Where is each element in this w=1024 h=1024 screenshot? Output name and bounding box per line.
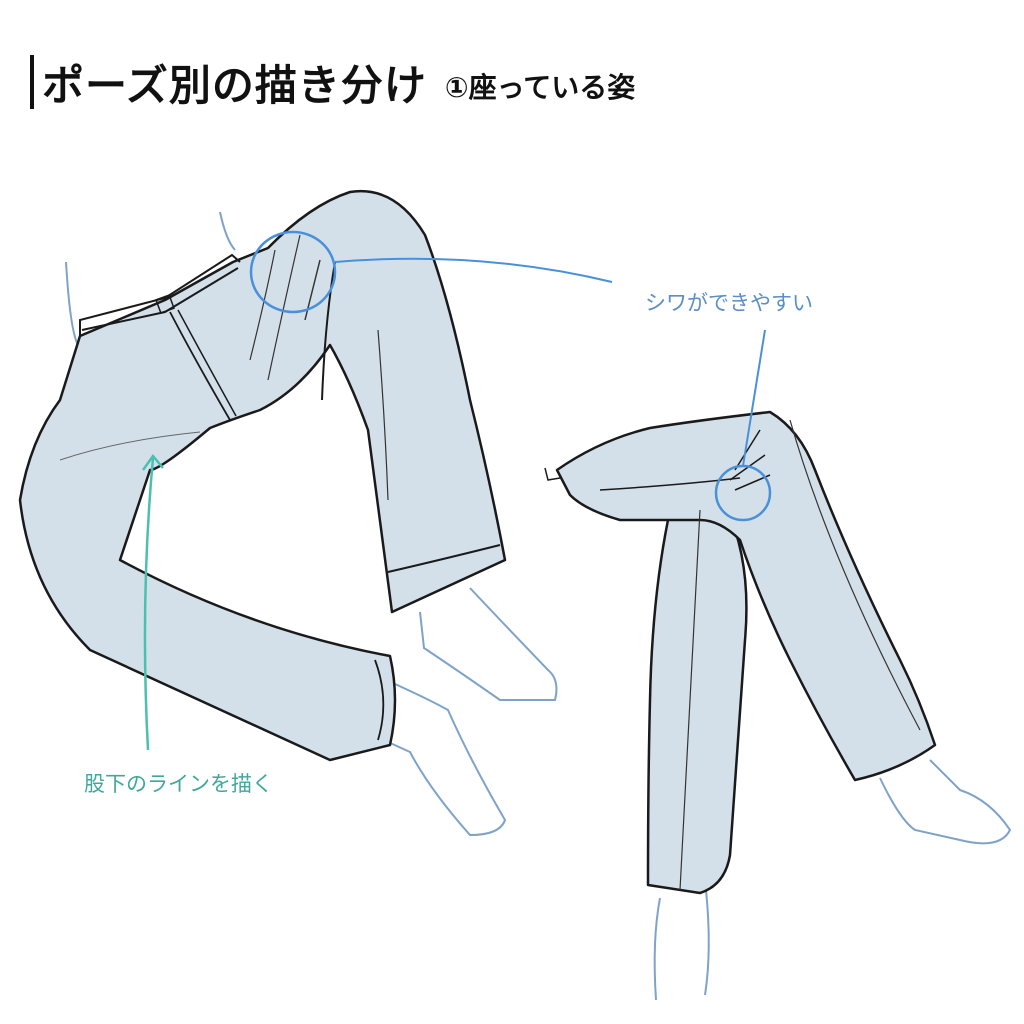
left-pants-figure bbox=[18, 189, 613, 837]
right-figure-foot-upper bbox=[879, 759, 1012, 845]
wrinkle-highlight-circle bbox=[249, 230, 337, 314]
wrinkle-line bbox=[321, 261, 336, 401]
wrinkle-note: シワができやすい bbox=[645, 291, 813, 315]
fly-line bbox=[169, 311, 231, 421]
fly-line-2 bbox=[177, 309, 237, 417]
left-figure-foot-upper bbox=[419, 587, 558, 701]
inseam-note: 股下のラインを描く bbox=[84, 772, 273, 796]
waistband bbox=[79, 253, 241, 336]
title-main: ポーズ別の描き分け bbox=[42, 60, 427, 110]
wrinkle-leader-line-knee bbox=[742, 329, 766, 467]
waist-edge bbox=[544, 467, 561, 481]
title-sub: ①座っている姿 bbox=[444, 71, 636, 104]
crease-line bbox=[377, 329, 389, 501]
right-figure-foot-lower bbox=[653, 889, 710, 1001]
crease-line bbox=[789, 419, 921, 731]
left-pants-shape bbox=[18, 189, 507, 762]
wrinkle-line bbox=[249, 249, 276, 361]
torso-line-right bbox=[219, 211, 236, 251]
torso-line-left bbox=[65, 261, 79, 346]
crease-line bbox=[679, 509, 701, 891]
hem-line bbox=[387, 544, 501, 573]
crease-line bbox=[599, 477, 741, 491]
right-pants-figure bbox=[544, 329, 1012, 1001]
upper-leg-shape bbox=[555, 410, 937, 782]
hem-line bbox=[374, 659, 385, 741]
wrinkle-line bbox=[304, 259, 321, 321]
wrinkle-leader-line bbox=[334, 257, 613, 283]
wrinkle-line bbox=[267, 234, 301, 381]
arrow-up-icon bbox=[141, 453, 164, 471]
page-title: ポーズ別の描き分け ①座っている姿 bbox=[30, 50, 635, 114]
title-accent-bar bbox=[30, 55, 34, 109]
left-figure-foot-lower bbox=[387, 683, 507, 837]
button-icon bbox=[155, 294, 175, 314]
wrinkle-line bbox=[59, 431, 201, 461]
inseam-arrow-shaft bbox=[143, 457, 155, 751]
